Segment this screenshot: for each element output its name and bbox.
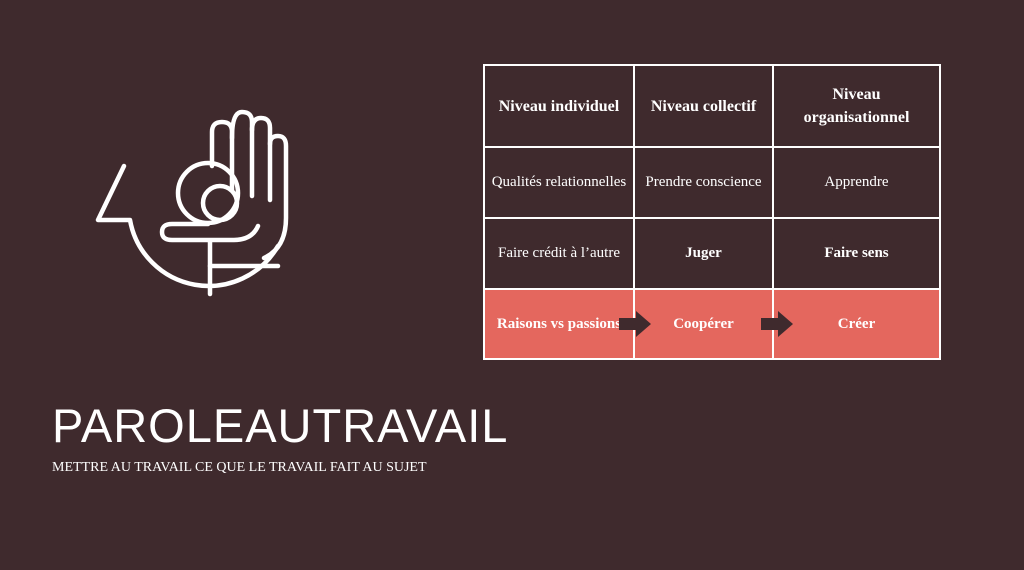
cell-raisons-vs-passions: Raisons vs passions (483, 288, 635, 360)
cell-apprendre: Apprendre (772, 146, 941, 219)
arrow-right-icon (619, 311, 651, 337)
header-individual: Niveau individuel (483, 64, 635, 148)
cell-cooperer: Coopérer (633, 288, 774, 360)
levels-table: Niveau individuel Niveau collectif Nivea… (483, 64, 941, 360)
cell-prendre-conscience: Prendre conscience (633, 146, 774, 219)
brand-title: PAROLEAUTRAVAIL (52, 399, 509, 452)
hand-with-circle-icon (95, 109, 289, 297)
arrow-right-icon (761, 311, 793, 337)
cell-juger: Juger (633, 217, 774, 290)
cell-faire-credit: Faire crédit à l’autre (483, 217, 635, 290)
cell-faire-sens: Faire sens (772, 217, 941, 290)
brand-tagline: METTRE AU TRAVAIL CE QUE LE TRAVAIL FAIT… (52, 460, 427, 475)
header-organizational: Niveau organisationnel (772, 64, 941, 148)
cell-qualites-relationnelles: Qualités relationnelles (483, 146, 635, 219)
cell-creer: Créer (772, 288, 941, 360)
header-collective: Niveau collectif (633, 64, 774, 148)
